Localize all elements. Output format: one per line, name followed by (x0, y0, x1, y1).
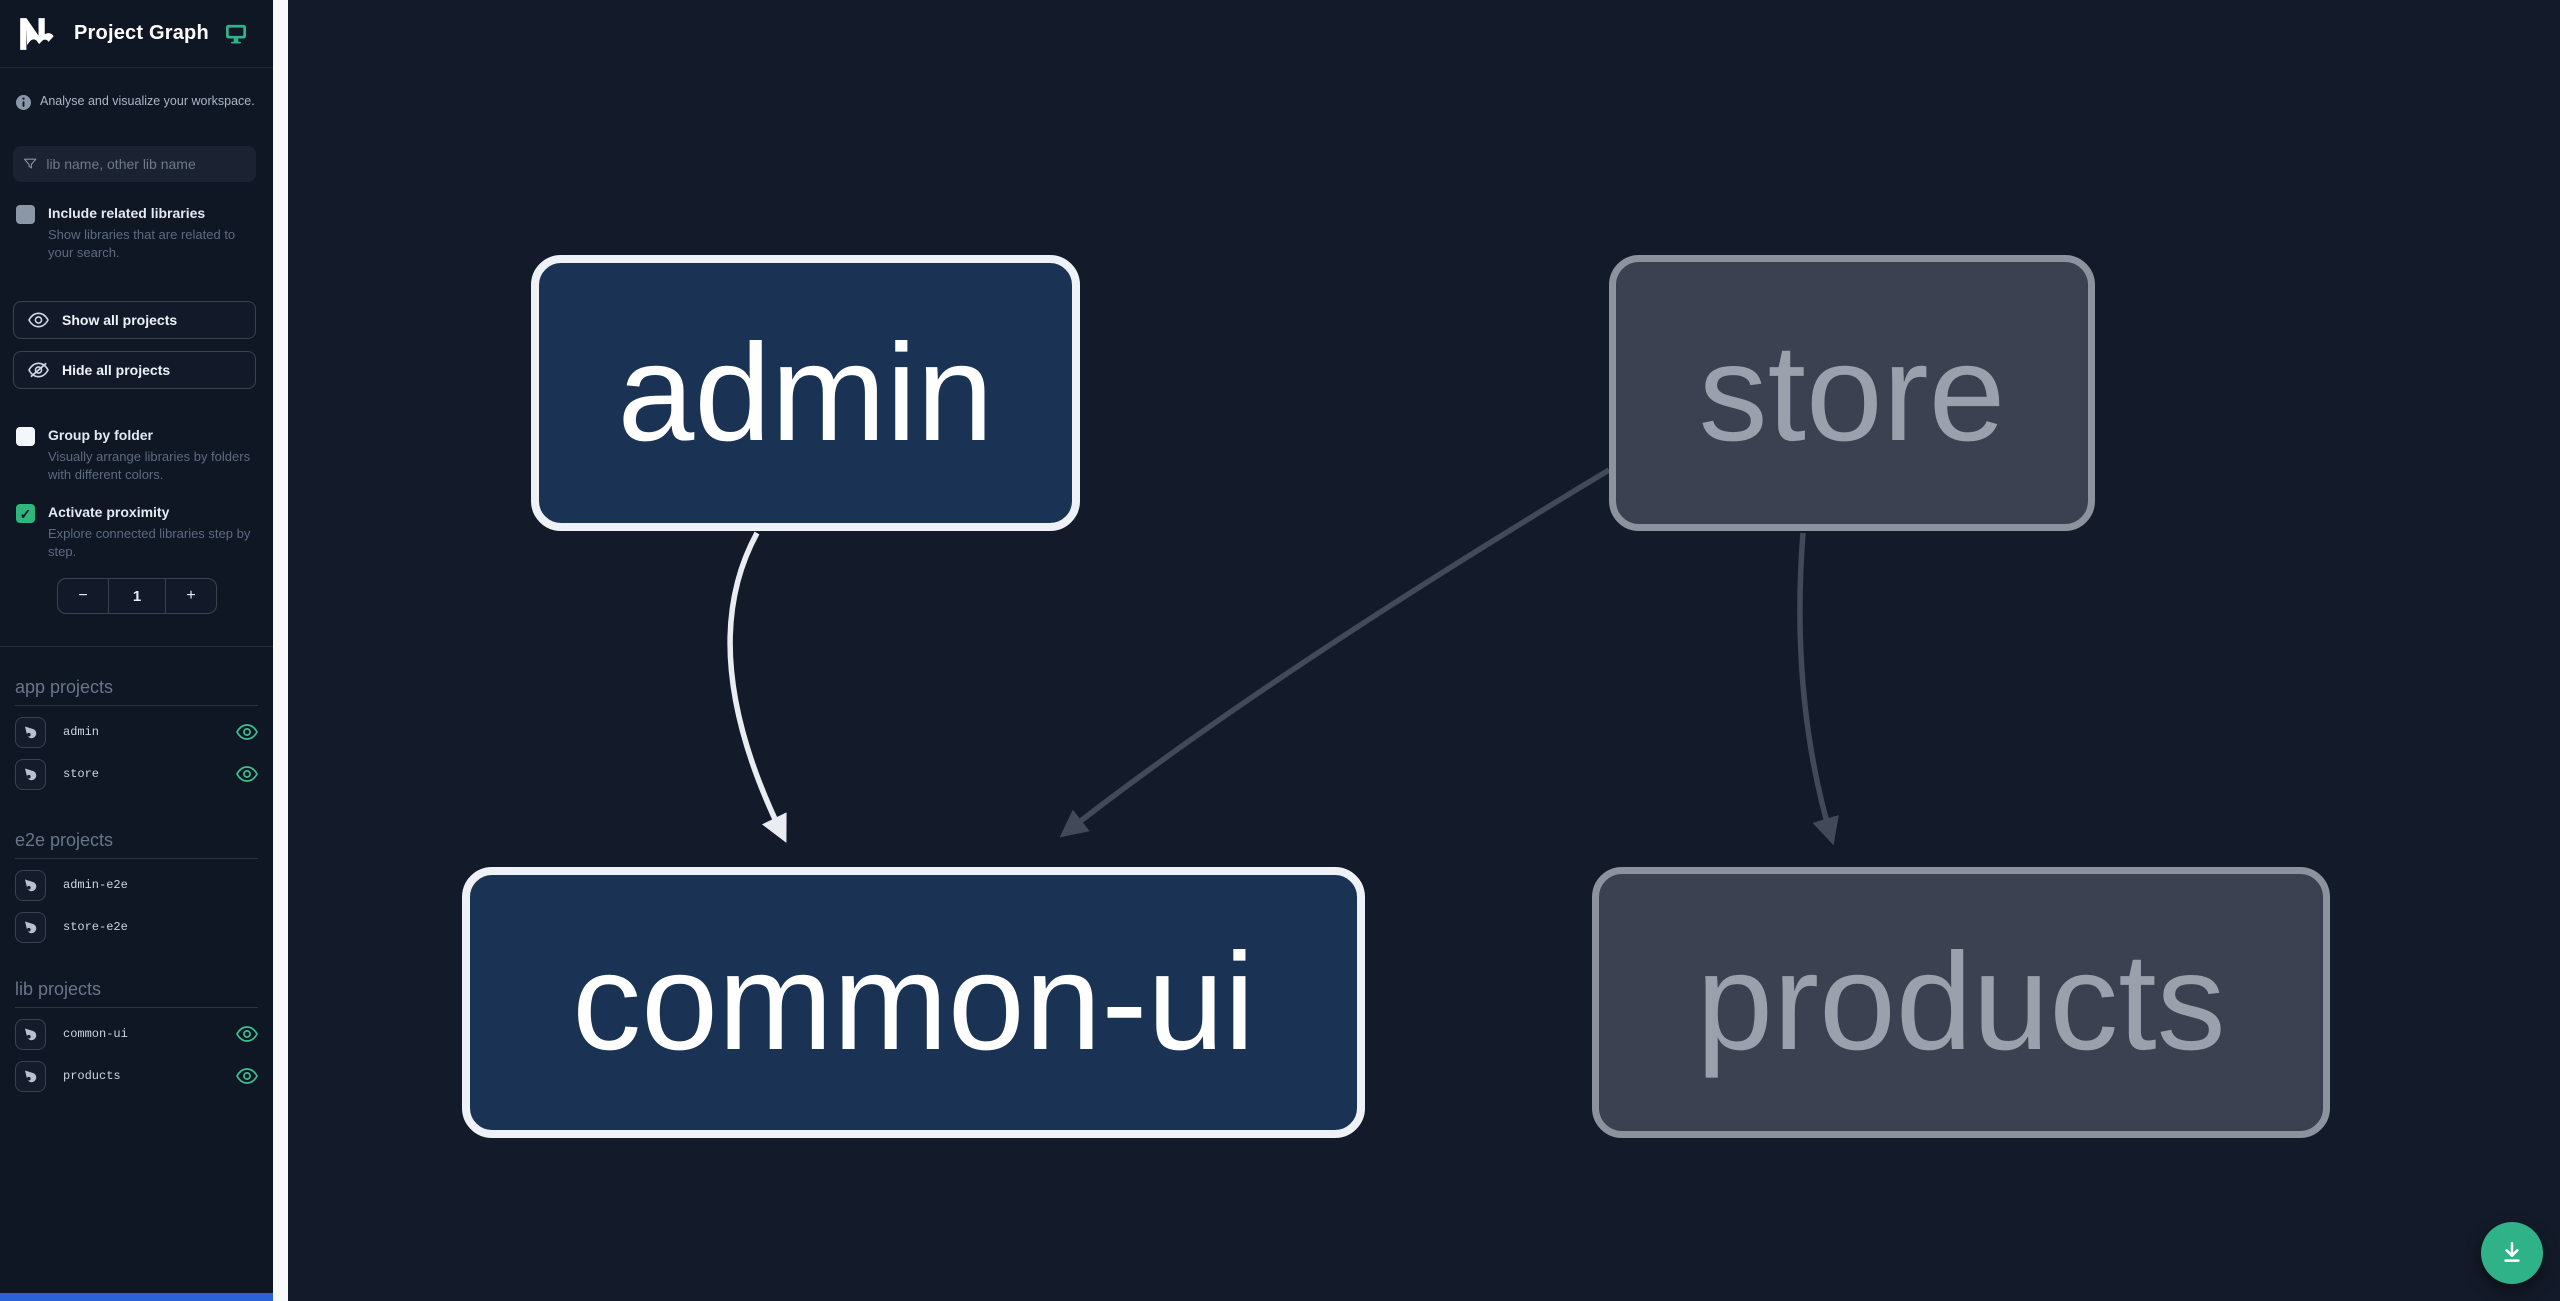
project-name: store-e2e (63, 920, 128, 934)
focus-icon (24, 921, 37, 933)
project-name: admin-e2e (63, 878, 128, 892)
stepper-decrement-button[interactable]: − (78, 587, 88, 604)
focus-icon (24, 879, 37, 891)
show-all-projects-button[interactable]: Show all projects (13, 301, 256, 339)
project-name: store (63, 767, 100, 781)
node-label: store (1698, 315, 2006, 470)
hide-all-projects-button[interactable]: Hide all projects (13, 351, 256, 389)
eye-icon (28, 312, 49, 328)
project-name: common-ui (63, 1027, 128, 1041)
sidebar-header: Project Graph (0, 0, 273, 68)
graph-node-store[interactable]: store (1609, 255, 2095, 531)
sidebar: Project Graph Analyse and visualize your… (0, 0, 273, 1301)
nx-logo-icon (20, 17, 54, 50)
bottom-accent-bar (0, 1293, 273, 1301)
visibility-eye-icon[interactable] (236, 724, 258, 740)
focus-icon (24, 1070, 37, 1082)
download-icon (2504, 1242, 2520, 1262)
workspace-info-text: Analyse and visualize your workspace. (40, 94, 255, 108)
focus-project-button[interactable] (15, 758, 46, 790)
group-by-folder-checkbox[interactable] (16, 427, 35, 446)
project-name: admin (63, 725, 100, 739)
section-heading: e2e projects (15, 830, 258, 859)
node-label: admin (617, 315, 994, 470)
node-label: products (1696, 925, 2226, 1079)
workspace-info: Analyse and visualize your workspace. (16, 94, 257, 110)
activate-proximity-checkbox[interactable]: ✓ (16, 504, 35, 523)
project-row-common-ui: common-ui (15, 1018, 258, 1050)
graph-node-products[interactable]: products (1592, 867, 2330, 1138)
download-image-button[interactable] (2481, 1222, 2543, 1284)
edge-admin-to-common-ui[interactable] (727, 531, 787, 843)
include-related-label: Include related libraries (48, 205, 206, 221)
filter-funnel-icon (24, 158, 37, 169)
group-by-folder-label: Group by folder (48, 427, 153, 443)
project-name: products (63, 1069, 121, 1083)
focus-project-button[interactable] (15, 716, 46, 748)
focus-project-button[interactable] (15, 1060, 46, 1092)
hide-all-projects-label: Hide all projects (62, 362, 171, 378)
sidebar-scrollbar[interactable] (273, 0, 288, 1301)
include-related-checkbox[interactable] (16, 205, 35, 224)
focus-project-button[interactable] (15, 869, 46, 901)
node-label: common-ui (572, 925, 1255, 1079)
option-group-by-folder: Group by folder Visually arrange librari… (16, 426, 257, 484)
group-by-folder-description: Visually arrange libraries by folders wi… (48, 449, 251, 482)
graph-node-admin[interactable]: admin (531, 255, 1080, 531)
stepper-value: 1 (108, 579, 166, 613)
eye-slash-icon (28, 362, 49, 378)
search-box[interactable] (13, 146, 256, 182)
section-e2e-projects: e2e projects admin-e2e store-e2e (0, 830, 273, 943)
visibility-eye-icon[interactable] (236, 1068, 258, 1084)
show-all-projects-label: Show all projects (62, 312, 178, 328)
project-graph-canvas[interactable]: admin store common-ui products (288, 0, 2560, 1301)
activate-proximity-description: Explore connected libraries step by step… (48, 526, 251, 559)
focus-project-button[interactable] (15, 911, 46, 943)
section-app-projects: app projects admin store (0, 677, 273, 790)
dependency-edges (727, 467, 1839, 846)
search-input[interactable] (46, 156, 246, 172)
focus-icon (24, 726, 37, 738)
page-title: Project Graph (74, 22, 209, 44)
proximity-stepper: − 1 + (57, 578, 217, 614)
sidebar-divider (0, 646, 273, 647)
visibility-eye-icon[interactable] (236, 766, 258, 782)
focus-project-button[interactable] (15, 1018, 46, 1050)
option-activate-proximity: ✓ Activate proximity Explore connected l… (16, 503, 257, 561)
project-row-products: products (15, 1060, 258, 1092)
section-heading: app projects (15, 677, 258, 706)
edge-store-to-products[interactable] (1797, 532, 1839, 846)
project-row-store: store (15, 758, 258, 790)
project-row-admin-e2e: admin-e2e (15, 869, 258, 901)
focus-icon (24, 768, 37, 780)
stepper-increment-button[interactable]: + (186, 587, 196, 604)
project-row-store-e2e: store-e2e (15, 911, 258, 943)
option-include-related: Include related libraries Show libraries… (16, 204, 257, 262)
include-related-description: Show libraries that are related to your … (48, 227, 236, 260)
focus-icon (24, 1028, 37, 1040)
monitor-icon[interactable] (225, 24, 247, 44)
visibility-eye-icon[interactable] (236, 1026, 258, 1042)
project-row-admin: admin (15, 716, 258, 748)
activate-proximity-label: Activate proximity (48, 504, 170, 520)
info-icon (16, 95, 31, 110)
graph-node-common-ui[interactable]: common-ui (462, 867, 1365, 1138)
edge-store-to-common-ui[interactable] (1059, 467, 1611, 838)
section-heading: lib projects (15, 979, 258, 1008)
section-lib-projects: lib projects common-ui products (0, 979, 273, 1092)
